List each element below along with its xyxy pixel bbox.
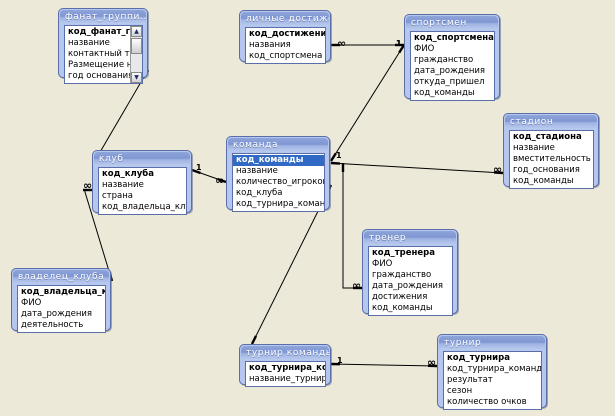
- field-klub-3[interactable]: код_владельца_клуба: [102, 202, 186, 212]
- rel-komanda-trener-to-cardinality: ∞: [352, 279, 362, 292]
- table-lichnye_dostizheniya[interactable]: личные достиже...код_достиженияназванияк…: [239, 10, 331, 64]
- field-vladelec_kluba-2[interactable]: дата_рождения: [21, 309, 93, 319]
- field-klub-0[interactable]: код_клуба: [102, 169, 154, 179]
- table-title-sportsmen[interactable]: спортсмен: [406, 16, 498, 30]
- field-trener-1[interactable]: ФИО: [372, 259, 393, 269]
- table-title-vladelec_kluba[interactable]: владелец_клуба: [13, 270, 109, 284]
- rel-turnir-komandy-turnir[interactable]: [330, 363, 438, 367]
- field-trener-4[interactable]: достижения: [372, 292, 428, 302]
- field-turnir_komandy-1[interactable]: название_турнира: [249, 374, 325, 384]
- rel-turnir-komandy-turnir-from-cardinality: 1: [337, 356, 343, 365]
- table-title-fanat_gruppirovka[interactable]: фанат_группи...: [60, 10, 146, 24]
- field-stadion-1[interactable]: название: [513, 143, 555, 153]
- field-vladelec_kluba-0[interactable]: код_владельца_клуба: [21, 287, 105, 297]
- table-title-stadion[interactable]: стадион: [505, 115, 597, 129]
- rel-komanda-turnir-komandy-end: [250, 335, 258, 345]
- field-stadion-2[interactable]: вместительность: [513, 154, 591, 164]
- field-komanda-3[interactable]: код_клуба: [236, 188, 283, 198]
- field-turnir-0[interactable]: код_турнира: [447, 353, 510, 363]
- field-sportsmen-5[interactable]: код_команды: [414, 88, 475, 98]
- table-turnir_komandy[interactable]: турнир командыкод_турнира_командыназвани…: [239, 344, 331, 387]
- field-fanat_gruppirovka-1[interactable]: название: [68, 38, 110, 48]
- table-title-komanda[interactable]: команда: [228, 138, 328, 152]
- field-sportsmen-3[interactable]: дата_рождения: [414, 66, 486, 76]
- table-title-klub[interactable]: клуб: [94, 152, 190, 166]
- table-fanat_gruppirovka[interactable]: фанат_группи...код_фанат_группиназваниек…: [58, 8, 148, 84]
- field-trener-0[interactable]: код_тренера: [372, 248, 435, 258]
- rel-komanda-trener[interactable]: [342, 163, 362, 289]
- table-title-turnir_komandy[interactable]: турнир команды: [241, 346, 329, 360]
- field-list-vladelec_kluba[interactable]: код_владельца_клубаФИОдата_рождениядеяте…: [17, 285, 106, 333]
- field-fanat_gruppirovka-3[interactable]: Размещение на ст: [68, 60, 142, 70]
- rel-turnir-komandy-turnir-to-cardinality: ∞: [427, 356, 437, 369]
- table-title-trener[interactable]: тренер: [364, 231, 456, 245]
- scrollbar-fanat_gruppirovka[interactable]: ▲▼: [130, 26, 142, 83]
- field-klub-1[interactable]: название: [102, 180, 144, 190]
- rel-klub-komanda-from-cardinality: 1: [196, 163, 202, 172]
- field-trener-5[interactable]: код_команды: [372, 303, 433, 313]
- field-trener-2[interactable]: гражданство: [372, 270, 432, 280]
- field-fanat_gruppirovka-0[interactable]: код_фанат_группи: [68, 27, 142, 37]
- field-list-fanat_gruppirovka[interactable]: код_фанат_группиназваниеконтактный телеф…: [64, 25, 143, 84]
- field-komanda-0[interactable]: код_команды: [233, 155, 324, 166]
- rel-sportsmen-dostizheniya-to-cardinality: ∞: [337, 37, 347, 50]
- rel-klub-komanda-to-cardinality: ∞: [215, 174, 225, 187]
- field-komanda-4[interactable]: код_турнира_команды: [236, 199, 324, 209]
- scroll-down-icon[interactable]: ▼: [131, 72, 142, 83]
- field-vladelec_kluba-3[interactable]: деятельность: [21, 320, 84, 330]
- rel-komanda-sportsmen-from-cardinality: 1: [336, 151, 342, 160]
- field-list-klub[interactable]: код_клубаназваниестранакод_владельца_клу…: [98, 167, 187, 215]
- table-vladelec_kluba[interactable]: владелец_клубакод_владельца_клубаФИОдата…: [11, 268, 111, 333]
- rel-komanda-sportsmen[interactable]: [330, 44, 405, 162]
- rel-komanda-stadion-to-cardinality: ∞: [493, 163, 503, 176]
- rel-komanda-stadion-end: [330, 161, 341, 165]
- field-lichnye_dostizheniya-2[interactable]: код_спортсмена: [249, 51, 323, 61]
- field-lichnye_dostizheniya-0[interactable]: код_достижения: [249, 29, 325, 39]
- field-vladelec_kluba-1[interactable]: ФИО: [21, 298, 42, 308]
- field-komanda-2[interactable]: количество_игроков: [236, 177, 324, 187]
- field-turnir-4[interactable]: количество очков: [447, 397, 527, 407]
- table-title-lichnye_dostizheniya[interactable]: личные достиже...: [241, 12, 329, 26]
- field-sportsmen-1[interactable]: ФИО: [414, 44, 435, 54]
- rel-klub-vladelec-from-cardinality: ∞: [83, 179, 93, 192]
- field-stadion-3[interactable]: год_основания: [513, 165, 580, 175]
- table-title-turnir[interactable]: турнир: [439, 336, 545, 350]
- field-sportsmen-4[interactable]: откуда_пришел: [414, 77, 485, 87]
- rel-komanda-stadion[interactable]: [330, 162, 504, 174]
- field-sportsmen-0[interactable]: код_спортсмена: [414, 33, 494, 43]
- field-stadion-0[interactable]: код_стадиона: [513, 132, 582, 142]
- field-turnir-1[interactable]: код_турнира_команды: [447, 364, 541, 374]
- field-lichnye_dostizheniya-1[interactable]: названия: [249, 40, 291, 50]
- field-turnir_komandy-0[interactable]: код_турнира_команды: [249, 363, 325, 373]
- field-fanat_gruppirovka-2[interactable]: контактный телеф: [68, 49, 142, 59]
- field-fanat_gruppirovka-4[interactable]: год основания: [68, 71, 134, 81]
- field-komanda-1[interactable]: название: [236, 166, 278, 176]
- field-trener-3[interactable]: дата_рождения: [372, 281, 444, 291]
- scroll-up-icon[interactable]: ▲: [131, 26, 142, 37]
- field-klub-2[interactable]: страна: [102, 191, 133, 201]
- field-turnir-2[interactable]: результат: [447, 375, 493, 385]
- scrollbar-thumb[interactable]: [131, 38, 142, 54]
- rel-sportsmen-dostizheniya-from-cardinality: 1: [396, 39, 402, 48]
- field-sportsmen-2[interactable]: гражданство: [414, 55, 474, 65]
- rel-komanda-sportsmen-to-cardinality: 1: [396, 39, 402, 48]
- field-turnir-3[interactable]: сезон: [447, 386, 473, 396]
- field-stadion-4[interactable]: код_команды: [513, 176, 574, 186]
